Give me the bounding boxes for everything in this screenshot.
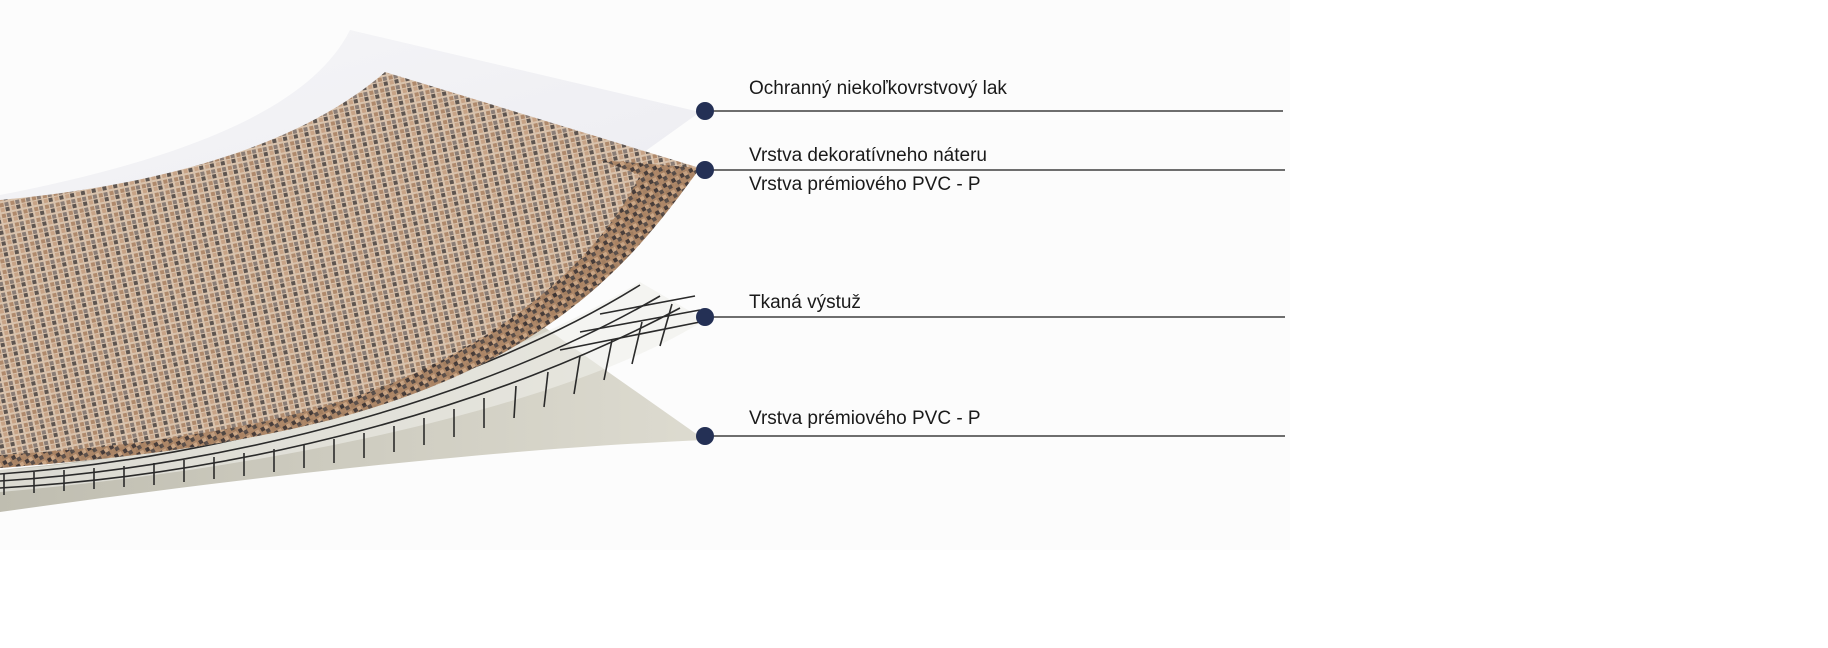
marker-dot-pvc-bottom	[696, 427, 714, 445]
marker-dot-mesh	[696, 308, 714, 326]
label-lacquer: Ochranný niekoľkovrstvový lak	[749, 78, 1007, 99]
leader-lines	[705, 110, 1285, 437]
label-pvc-bottom: Vrstva prémiového PVC - P	[749, 408, 981, 429]
marker-dot-lacquer	[696, 102, 714, 120]
label-pvc-top: Vrstva prémiového PVC - P	[749, 174, 981, 195]
mesh-layer-shape	[0, 282, 705, 492]
decorative-layer-edge	[0, 160, 700, 468]
marker-dots	[696, 102, 714, 445]
label-mesh: Tkaná výstuž	[749, 292, 861, 313]
marker-dot-decorative	[696, 161, 714, 179]
label-decorative: Vrstva dekoratívneho náteru	[749, 145, 987, 166]
decorative-layer-shape	[0, 72, 700, 468]
